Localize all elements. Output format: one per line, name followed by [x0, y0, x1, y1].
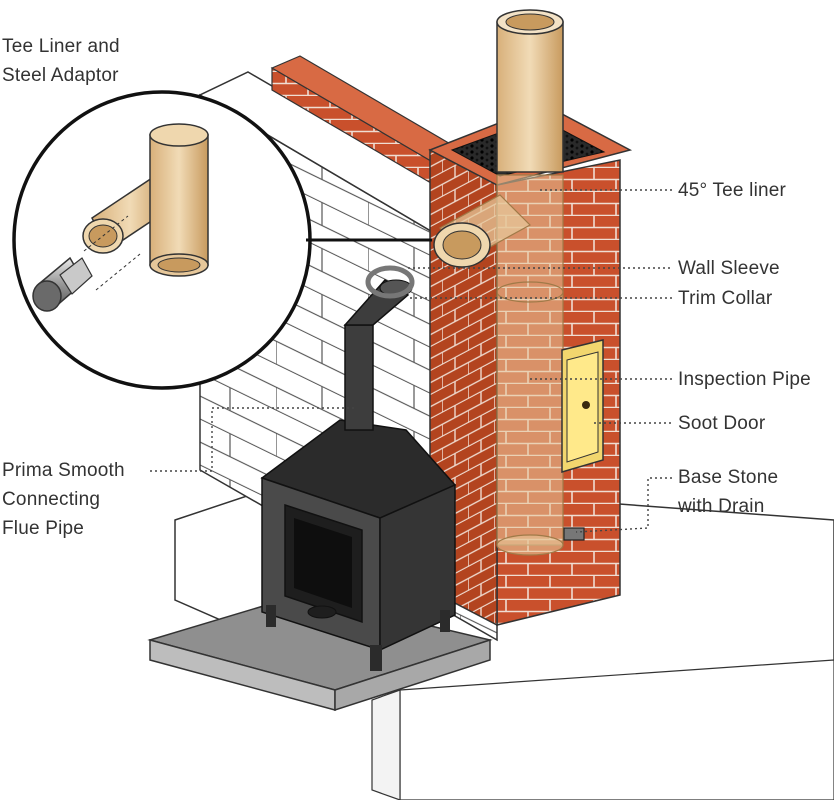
- label-base-stone: Base Stone with Drain: [678, 467, 779, 517]
- detail-magnifier: [12, 90, 312, 390]
- label-connecting-flue: Prima Smooth Connecting Flue Pipe: [2, 460, 125, 539]
- leader-connecting-flue: [150, 407, 356, 472]
- label-inspection-pipe: Inspection Pipe: [678, 369, 811, 390]
- label-45-tee-liner: 45° Tee liner: [678, 180, 787, 201]
- hearth: [147, 594, 493, 712]
- leader-base-stone: [575, 477, 672, 533]
- drain-outlet: [563, 527, 585, 541]
- label-soot-door: Soot Door: [678, 413, 766, 434]
- label-tee-liner-adaptor: Tee Liner and Steel Adaptor: [2, 36, 120, 86]
- label-wall-sleeve: Wall Sleeve: [678, 258, 780, 279]
- wood-stove: [260, 265, 457, 671]
- leader-lines: [150, 189, 672, 533]
- soot-door: [561, 339, 604, 474]
- label-trim-collar: Trim Collar: [678, 288, 773, 309]
